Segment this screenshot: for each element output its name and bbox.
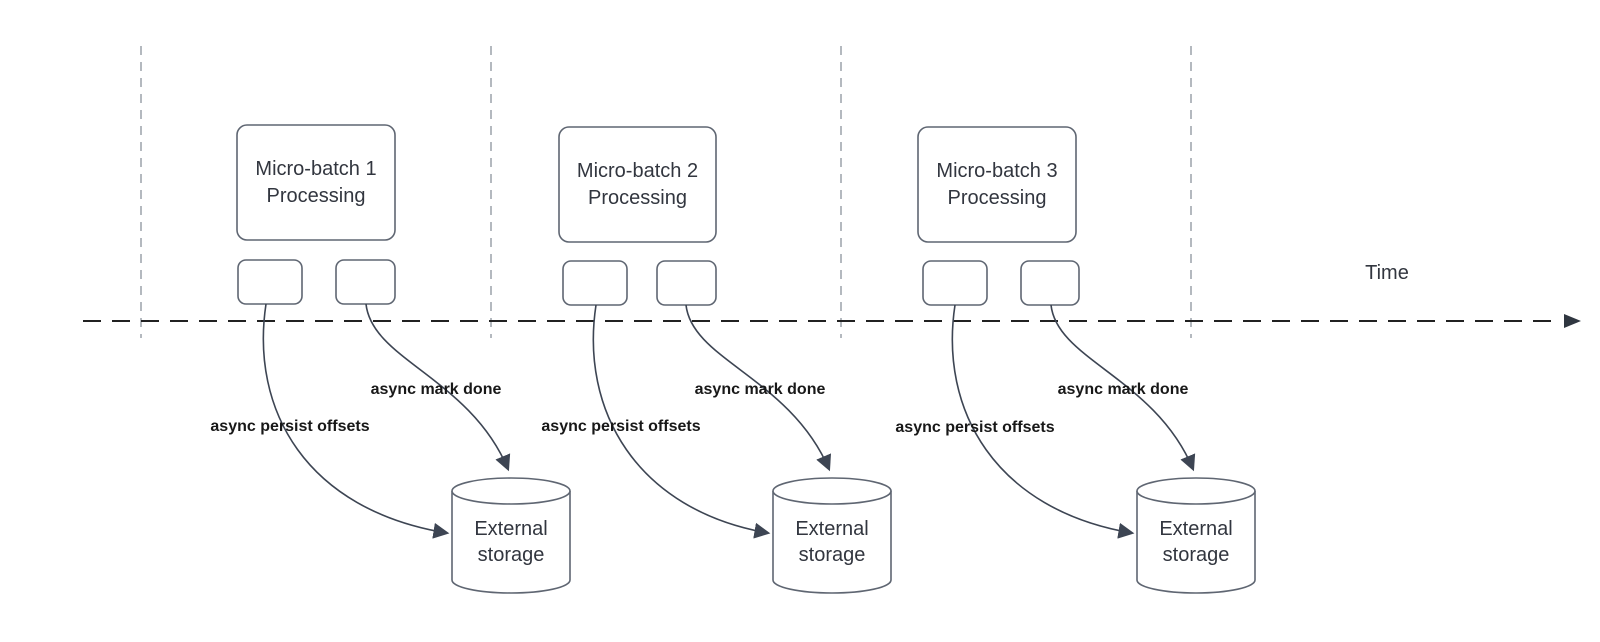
- microbatch-3-done-arrow: [1050, 304, 1196, 472]
- storage-1-label-line1: External: [474, 518, 548, 540]
- storage-3-cylinder-body: [1136, 491, 1256, 594]
- microbatch-1-box: [236, 124, 396, 241]
- storage-2-label-line2: storage: [798, 544, 866, 566]
- microbatch-2-done-arrow: [685, 304, 831, 472]
- microbatch-2-box-title: Micro-batch 2 Processing: [559, 127, 716, 242]
- microbatch-3-box-title: Micro-batch 3 Processing: [918, 127, 1076, 242]
- microbatch-1-offset-slot: [237, 259, 303, 305]
- microbatch-1-title-line1: Micro-batch 1: [255, 157, 377, 180]
- storage-2-cylinder-top: [772, 477, 892, 505]
- storage-1-label-line2: storage: [477, 544, 545, 566]
- microbatch-1-done-label: async mark done: [370, 381, 502, 398]
- microbatch-2-offset-slot: [562, 260, 628, 306]
- microbatch-2-box: [558, 126, 717, 243]
- time-axis-label: Time: [1365, 261, 1409, 284]
- microbatch-3-box: [917, 126, 1077, 243]
- microbatch-3-done-label: async mark done: [1057, 381, 1189, 398]
- storage-1-cylinder-top: [451, 477, 571, 505]
- microbatch-1-box-title: Micro-batch 1 Processing: [237, 125, 395, 240]
- microbatch-3-title-line2: Processing: [947, 186, 1047, 209]
- storage-3-label-line1: External: [1159, 518, 1233, 540]
- microbatch-1-persist-label: async persist offsets: [210, 418, 370, 435]
- microbatch-3-offset-slot: [922, 260, 988, 306]
- storage-3-cylinder-top: [1136, 477, 1256, 505]
- storage-2-label: External storage: [773, 506, 891, 578]
- storage-2-label-line1: External: [795, 518, 869, 540]
- storage-1-label: External storage: [452, 506, 570, 578]
- storage-3-label: External storage: [1137, 506, 1255, 578]
- storage-3-label-line2: storage: [1162, 544, 1230, 566]
- microbatch-2-done-slot: [656, 260, 717, 306]
- time-axis-arrowhead-icon: [1564, 314, 1581, 328]
- microbatch-2-done-label: async mark done: [694, 381, 826, 398]
- microbatch-3-title-line1: Micro-batch 3: [936, 159, 1058, 182]
- microbatch-2-persist-arrow: [592, 304, 771, 539]
- microbatch-3-persist-label: async persist offsets: [895, 419, 1055, 436]
- microbatch-2-title-line2: Processing: [588, 186, 687, 209]
- storage-1-cylinder-body: [451, 491, 571, 594]
- microbatch-2-persist-label: async persist offsets: [541, 418, 701, 435]
- microbatch-1-done-slot: [335, 259, 396, 305]
- microbatch-1-title-line2: Processing: [266, 184, 366, 207]
- microbatch-1-done-arrow: [365, 303, 511, 472]
- microbatch-1-persist-arrow: [262, 303, 450, 539]
- microbatch-3-persist-arrow: [951, 304, 1135, 539]
- storage-2-cylinder-body: [772, 491, 892, 594]
- microbatch-3-done-slot: [1020, 260, 1080, 306]
- microbatch-2-title-line1: Micro-batch 2: [576, 159, 699, 182]
